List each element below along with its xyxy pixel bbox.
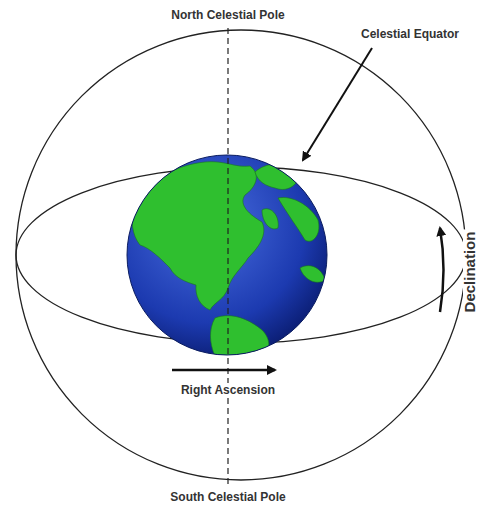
- right-ascension-arrow: [172, 369, 275, 372]
- equator-label: Celestial Equator: [359, 27, 461, 41]
- pole-label: North Celestial Pole: [169, 8, 286, 22]
- earth: [127, 155, 327, 356]
- right-ascension-label: Right Ascension: [179, 383, 277, 397]
- polar-axis: [227, 28, 228, 486]
- sphere-outline: [16, 30, 466, 480]
- equator-pointer: [303, 48, 372, 160]
- pole-label: South Celestial Pole: [168, 490, 287, 504]
- declination-label: Declination: [463, 230, 477, 315]
- declination-arrow: [440, 228, 444, 312]
